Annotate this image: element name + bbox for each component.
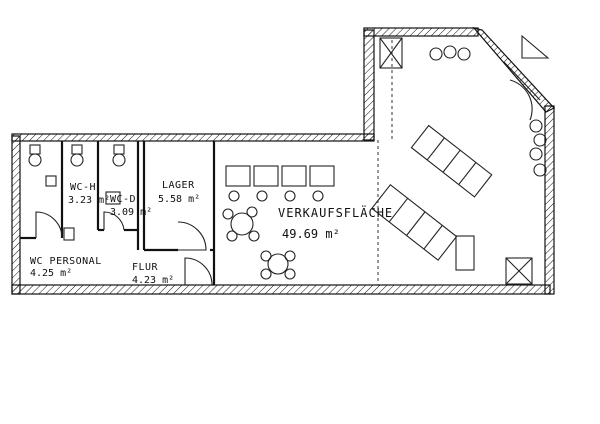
door-arc-diagonal — [509, 79, 533, 121]
area-lager: 5.58 m² — [158, 194, 200, 205]
area-flur: 4.23 m² — [132, 275, 174, 286]
sales-furniture — [222, 34, 550, 285]
column-box-top — [379, 37, 403, 69]
area-wc-h: 3.23 m² — [68, 195, 110, 206]
sanitary — [28, 144, 126, 241]
table-4 — [309, 165, 335, 187]
round-item — [443, 45, 457, 59]
round-item — [429, 47, 443, 61]
round-table-1 — [230, 212, 254, 236]
chair — [256, 190, 268, 202]
toilet-1-bowl — [28, 153, 42, 167]
toilet-3-bowl — [112, 153, 126, 167]
chair — [228, 190, 240, 202]
chair — [222, 208, 234, 220]
top-wall-left-wing — [11, 133, 375, 142]
round-item — [529, 119, 543, 133]
chair — [284, 190, 296, 202]
door-wc-personal — [35, 211, 63, 239]
round-item — [533, 163, 547, 177]
table-2 — [253, 165, 279, 187]
round-item — [533, 133, 547, 147]
round-table-2 — [267, 253, 289, 275]
area-verkaufsflaeche: 49.69 m² — [282, 227, 340, 241]
chair — [248, 230, 260, 242]
sink-2 — [63, 227, 75, 241]
label-wc-h: WC-H — [70, 182, 96, 193]
right-wall — [544, 105, 555, 295]
chair — [284, 268, 296, 280]
toilet-3 — [113, 144, 125, 155]
door-flur — [184, 257, 213, 286]
chair — [260, 250, 272, 262]
chair — [260, 268, 272, 280]
table-1 — [225, 165, 251, 187]
round-item — [457, 47, 471, 61]
outer-walls — [11, 26, 555, 295]
label-verkaufsflaeche: VERKAUFSFLÄCHE — [278, 205, 393, 220]
table-3 — [281, 165, 307, 187]
right-wing-left-wall — [363, 29, 375, 141]
interior-walls — [20, 141, 216, 285]
chair — [246, 206, 258, 218]
counter-lower — [371, 183, 458, 261]
label-flur: FLUR — [132, 262, 159, 273]
area-wc-d: 3.09 m² — [110, 207, 152, 218]
beam-lines — [377, 40, 393, 285]
toilet-2 — [71, 144, 83, 155]
sink-1 — [45, 175, 57, 187]
round-item — [529, 147, 543, 161]
doors — [35, 61, 541, 286]
room-labels: VERKAUFSFLÄCHE 49.69 m² LAGER 5.58 m² FL… — [30, 180, 393, 286]
diagonal-wall — [472, 26, 555, 113]
label-lager: LAGER — [162, 180, 195, 191]
toilet-2-bowl — [70, 153, 84, 167]
left-wall — [11, 135, 21, 295]
chair — [312, 190, 324, 202]
counter-upper — [410, 124, 493, 198]
door-lager — [177, 221, 207, 251]
right-wing-top-wall — [363, 27, 479, 37]
label-wc-d: WC-D — [110, 194, 136, 205]
side-cabinet — [455, 235, 475, 271]
door-leaf-diagonal — [503, 61, 541, 101]
toilet-1 — [29, 144, 41, 155]
chair — [284, 250, 296, 262]
north-marker — [521, 34, 550, 59]
bottom-wall — [11, 284, 551, 295]
label-wc-personal: WC PERSONAL — [30, 256, 102, 267]
sink-3 — [105, 191, 121, 205]
column-box-bottom — [505, 257, 533, 285]
chair — [226, 230, 238, 242]
area-wc-personal: 4.25 m² — [30, 268, 72, 279]
door-wc-d — [103, 211, 125, 231]
